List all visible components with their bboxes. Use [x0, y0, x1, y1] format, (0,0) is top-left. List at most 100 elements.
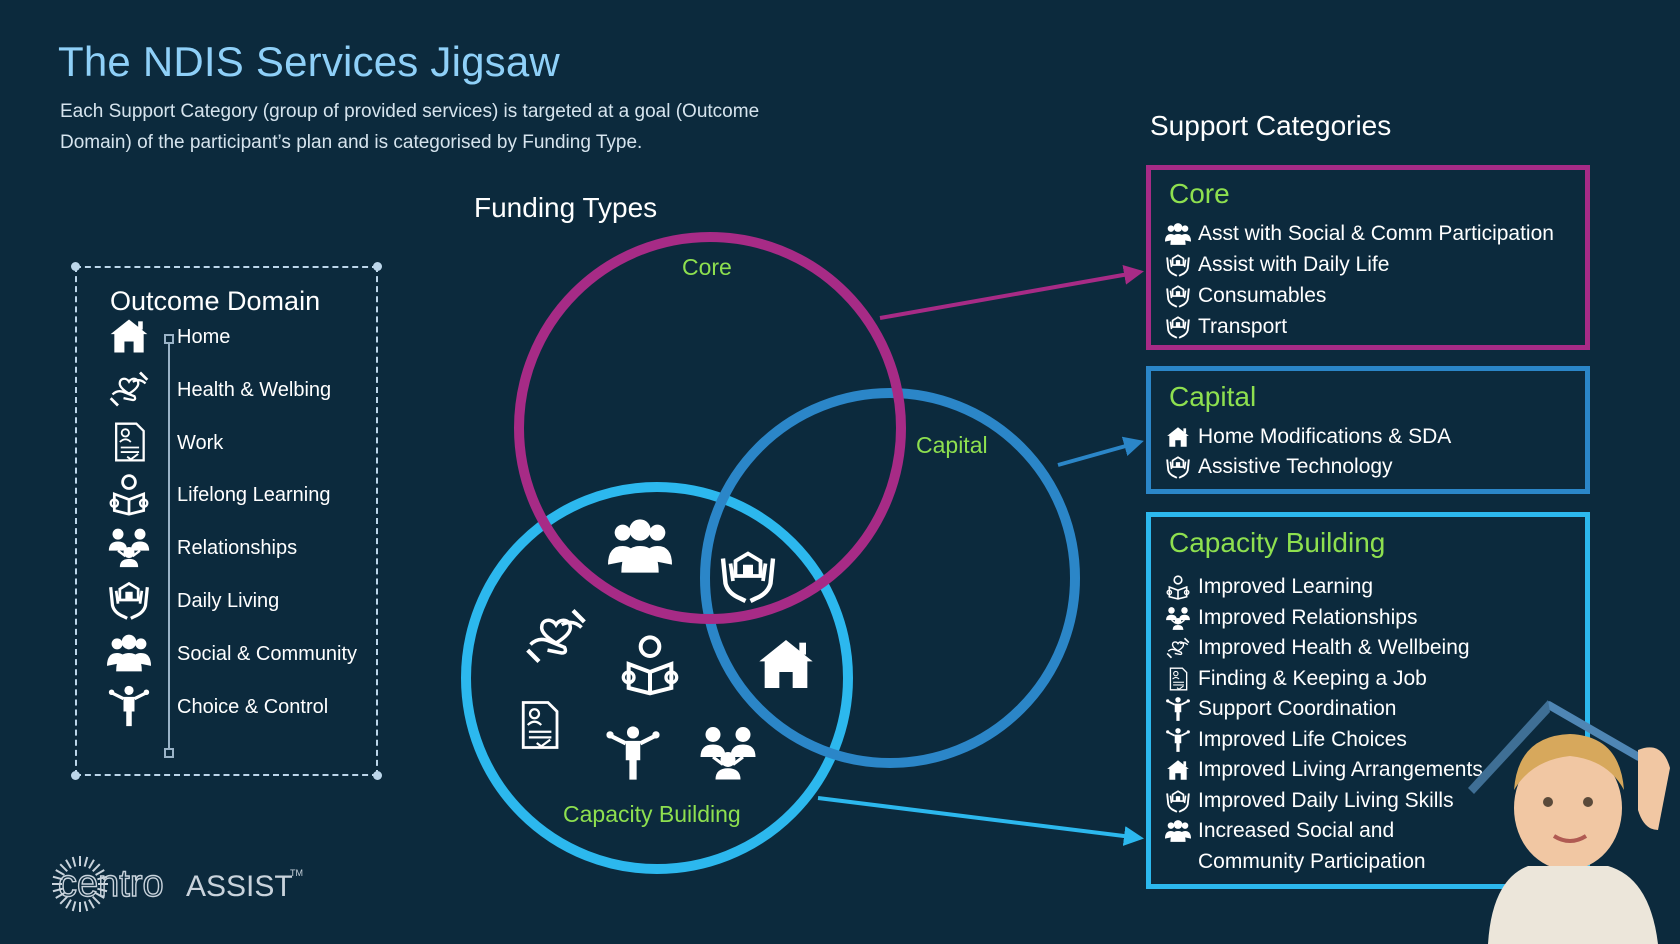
category-label: Home Modifications & SDA — [1198, 425, 1452, 448]
hands-supporting-icon — [1166, 316, 1190, 339]
category-label: Community Participation — [1198, 849, 1426, 873]
category-icon-wrap — [1165, 574, 1191, 600]
outcome-icon-wrap — [105, 420, 155, 466]
outcome-icon-wrap — [105, 631, 155, 677]
support-categories-title: Support Categories — [1150, 110, 1392, 141]
resume-document-icon — [1169, 666, 1188, 691]
arrow-core — [879, 264, 1144, 320]
category-icon-wrap — [1165, 424, 1191, 450]
arrow-capital — [1057, 436, 1144, 467]
logo-ray — [88, 859, 95, 869]
person-arms-out-icon — [1166, 727, 1190, 752]
group-people-icon — [608, 519, 672, 573]
category-icon-wrap — [1165, 818, 1191, 844]
category-icon-wrap — [1165, 454, 1191, 480]
outcome-icon-wrap — [105, 684, 155, 730]
person-arms-out-icon — [606, 726, 660, 780]
connected-people-icon — [108, 528, 150, 568]
category-icon-wrap — [1165, 605, 1191, 631]
logo-ray — [92, 896, 101, 905]
person-arms-out-icon — [108, 685, 150, 726]
outcome-icon-wrap — [105, 578, 155, 624]
corner-handle — [71, 262, 80, 271]
outcome-label: Health & Welbing — [177, 378, 332, 401]
logo-ray — [59, 896, 68, 905]
logo-ray — [95, 892, 105, 899]
corner-handle — [373, 262, 382, 271]
outcome-icon-wrap — [105, 367, 155, 413]
logo-assist-text: ASSIST — [186, 870, 293, 903]
outcome-icon-wrap — [105, 472, 155, 518]
logo-centro-text: centro — [58, 863, 164, 905]
venn-circle-capital — [700, 388, 1080, 768]
heart-hands-icon — [109, 371, 149, 407]
child-photo — [1468, 700, 1670, 944]
hands-supporting-icon — [720, 551, 776, 603]
connected-people-icon — [1166, 606, 1190, 630]
rail-handle — [164, 748, 174, 758]
funding-types-title: Funding Types — [474, 192, 658, 223]
logo-ray — [83, 856, 89, 867]
outcome-item: Home — [77, 314, 377, 360]
venn-circle-capacity — [461, 482, 853, 874]
outcome-item: Lifelong Learning — [77, 472, 377, 518]
logo-ray — [65, 859, 72, 869]
outcome-label: Social & Community — [177, 642, 358, 665]
category-label: Transport — [1198, 315, 1288, 338]
connected-people-icon — [700, 727, 756, 780]
logo-ray — [71, 901, 77, 912]
category-label: Support Coordination — [1198, 697, 1397, 720]
logo-ray — [55, 892, 65, 899]
category-icon-wrap — [1165, 696, 1191, 722]
group-people-icon — [1165, 223, 1191, 245]
outcome-label: Home — [177, 326, 231, 348]
category-icon-wrap — [1165, 252, 1191, 278]
venn-label-core: Core — [682, 254, 732, 280]
logo-ray — [95, 869, 105, 876]
page-subtitle: Each Support Category (group of provided… — [60, 101, 760, 153]
outcome-item: Daily Living — [77, 578, 377, 624]
category-label: Improved Learning — [1198, 575, 1374, 598]
hands-supporting-icon — [1166, 456, 1190, 479]
outcome-label: Choice & Control — [177, 695, 329, 718]
category-label: Improved Relationships — [1198, 605, 1418, 629]
category-label: Finding & Keeping a Job — [1198, 666, 1427, 690]
outcome-item: Relationships — [77, 525, 377, 571]
category-icon-wrap — [1165, 283, 1191, 309]
category-label: Assist with Daily Life — [1198, 253, 1390, 276]
category-label: Improved Living Arrangements — [1198, 758, 1483, 781]
outcome-icon-wrap — [105, 525, 155, 571]
hands-supporting-icon — [109, 581, 149, 620]
venn-label-capital: Capital — [916, 432, 988, 458]
category-icon-wrap — [1165, 666, 1191, 692]
rail-handle — [164, 334, 174, 344]
heart-hands-icon — [526, 608, 586, 664]
resume-document-icon — [521, 701, 559, 749]
category-icon-wrap — [1165, 221, 1191, 247]
logo-ray — [65, 899, 72, 909]
outcome-item: Social & Community — [77, 631, 377, 677]
logo-ray — [52, 887, 63, 893]
hands-supporting-icon — [1166, 254, 1190, 277]
category-title-core: Core — [1169, 178, 1230, 209]
category-title-capacity: Capacity Building — [1169, 527, 1386, 558]
corner-handle — [373, 771, 382, 780]
heart-hands-icon — [1166, 637, 1190, 659]
logo-ray — [83, 901, 89, 912]
category-label: Increased Social and — [1198, 819, 1395, 842]
house-icon — [1167, 427, 1189, 447]
category-icon-wrap — [1165, 757, 1191, 783]
house-icon — [110, 319, 148, 353]
page-title: The NDIS Services Jigsaw — [58, 38, 560, 85]
outcome-item: Work — [77, 420, 377, 466]
corner-handle — [71, 771, 80, 780]
category-icon-wrap — [1165, 788, 1191, 814]
person-arms-out-icon — [1166, 697, 1190, 721]
category-label: Assistive Technology — [1198, 455, 1393, 478]
category-label: Consumables — [1198, 284, 1327, 307]
category-label: Improved Life Choices — [1198, 727, 1407, 751]
house-icon — [759, 640, 813, 688]
outcome-domain-title: Outcome Domain — [110, 286, 321, 316]
